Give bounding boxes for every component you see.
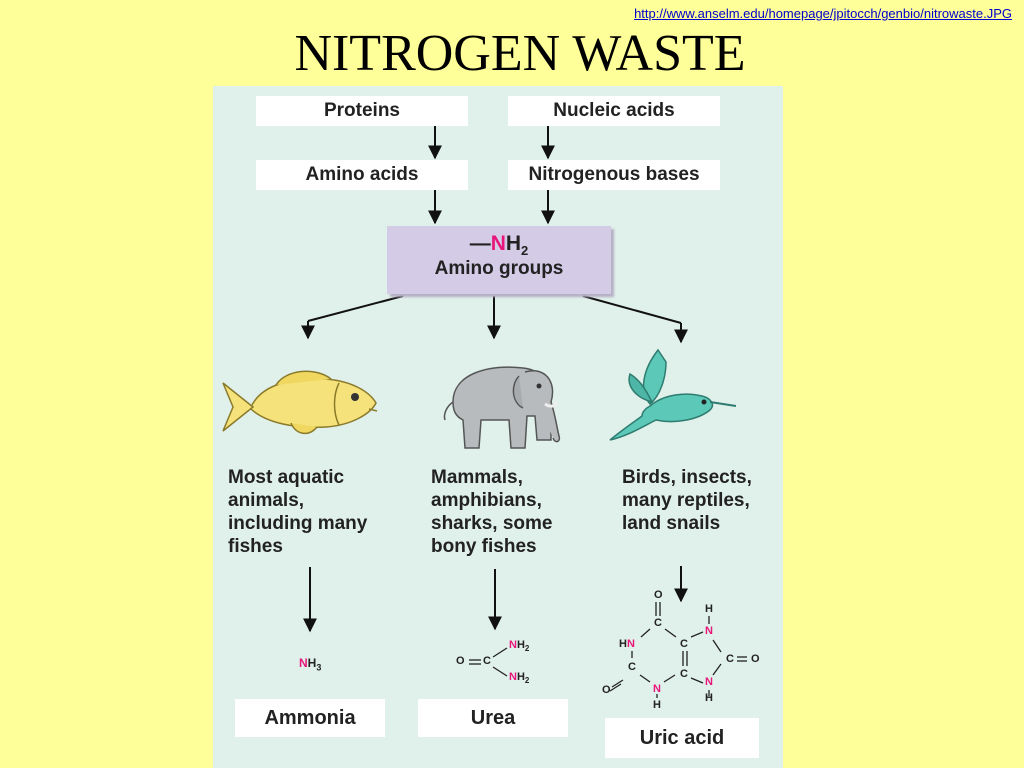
uric-o-top: O (654, 589, 663, 601)
nitrogenous-bases-label: Nitrogenous bases (528, 164, 700, 185)
slide-title: NITROGEN WASTE (294, 25, 746, 82)
nucleic-acids-box: Nucleic acids (508, 96, 720, 126)
urea-o: O (456, 655, 465, 667)
uric-c-top: C (654, 617, 662, 629)
uric-c-bottom: C (680, 668, 688, 680)
uric-acid-label: Uric acid (639, 726, 725, 749)
ammonia-label: Ammonia (264, 706, 356, 729)
urea-c: C (483, 655, 491, 667)
uric-hn: HN (619, 638, 635, 650)
proteins-label: Proteins (323, 100, 401, 121)
source-url-link[interactable]: http://www.anselm.edu/homepage/jpitocch/… (634, 6, 1012, 21)
uric-n-right: N (705, 676, 713, 688)
uric-o-right: O (751, 653, 760, 665)
amino-group-n: N (490, 232, 506, 255)
amino-group-h: H (505, 232, 522, 255)
urea-bonds (469, 647, 508, 677)
elephant-icon (443, 366, 561, 449)
uric-acid-box: Uric acid (605, 718, 759, 758)
amino-groups-label: Amino groups (434, 258, 564, 280)
uric-h-right: H (705, 692, 713, 704)
uric-c-left: C (628, 661, 636, 673)
uric-h-bottom: H (653, 699, 661, 711)
proteins-box: Proteins (256, 96, 468, 126)
uric-n-top: N (705, 625, 713, 637)
diagram-arrows (222, 126, 747, 698)
urea-nh2-bottom: NH2 (509, 671, 530, 686)
uric-o-left: O (602, 684, 611, 696)
ammonia-formula: NH3 (299, 656, 322, 673)
nitrogenous-bases-box: Nitrogenous bases (508, 160, 720, 190)
birds-label: Birds, insects,many reptiles,land snails (622, 467, 752, 534)
amino-acids-label: Amino acids (305, 164, 419, 185)
urea-box: Urea (418, 699, 568, 737)
ammonia-box: Ammonia (235, 699, 385, 737)
amino-groups-box: —NH2 Amino groups (387, 226, 611, 294)
amino-group-dash: — (469, 232, 491, 255)
amino-acids-box: Amino acids (256, 160, 468, 190)
hummingbird-icon (609, 348, 737, 441)
uric-c-right: C (726, 653, 734, 665)
diagram-panel: Proteins Nucleic acids Amino acids Nitro… (213, 86, 783, 768)
nucleic-acids-label: Nucleic acids (553, 100, 675, 121)
urea-nh2-top: NH2 (509, 639, 530, 654)
uric-h-top: H (705, 603, 713, 615)
branch-left (307, 295, 404, 322)
urea-label: Urea (470, 706, 516, 729)
uric-n-bottom: N (653, 683, 661, 695)
amino-group-formula: —NH2 (387, 232, 611, 258)
uric-acid-bonds (609, 602, 747, 698)
uric-c-mid: C (680, 638, 688, 650)
branch-right (582, 295, 682, 324)
fish-icon (222, 370, 378, 435)
amino-group-sub: 2 (521, 243, 529, 259)
